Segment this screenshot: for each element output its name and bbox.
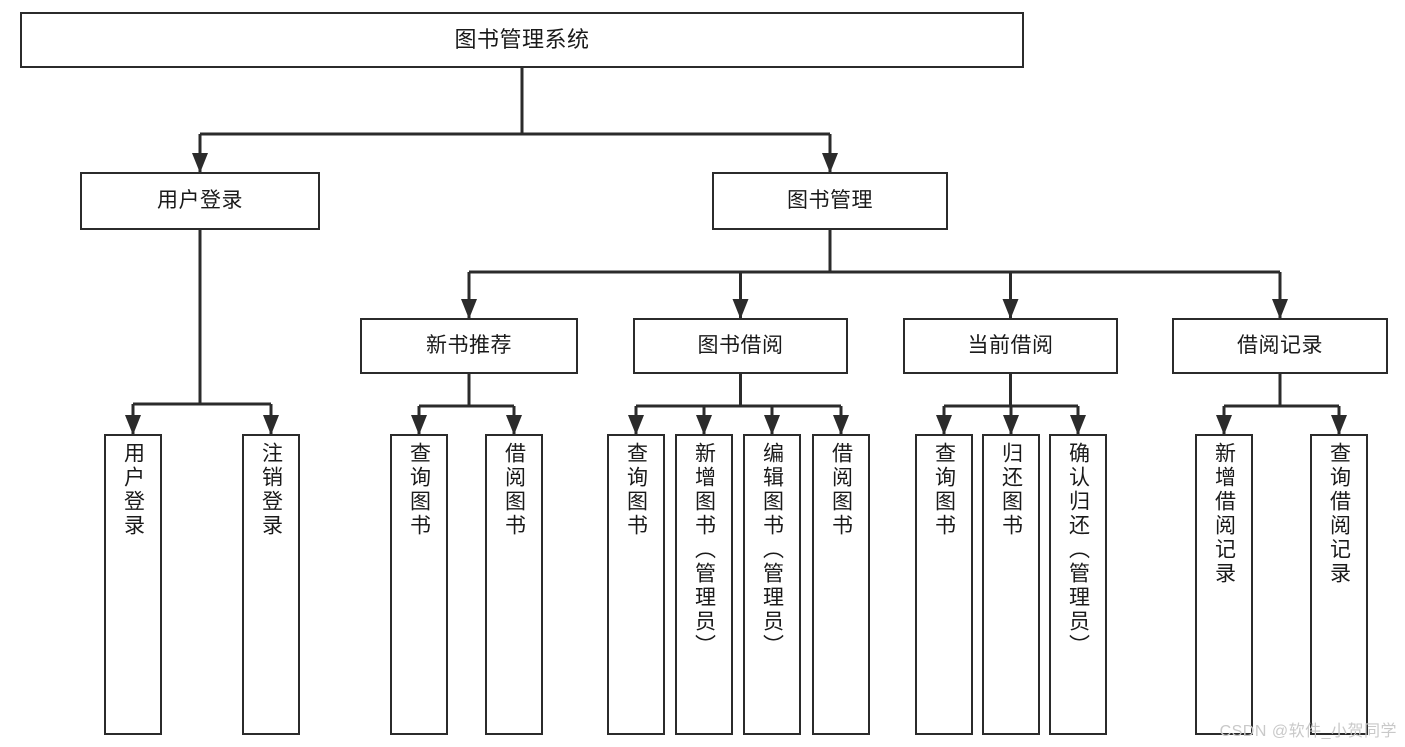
arrowhead-book-borrow <box>732 299 749 319</box>
node-borrow-query-book[interactable]: 查询图书 <box>607 434 665 735</box>
node-label-user-login-do: 用户登录 <box>121 442 145 538</box>
node-rec-add-record[interactable]: 新增借阅记录 <box>1195 434 1253 735</box>
node-book-borrow[interactable]: 图书借阅 <box>633 318 848 374</box>
watermark: CSDN @软件_小贺同学 <box>1219 723 1397 740</box>
node-rec-query-book[interactable]: 查询图书 <box>390 434 448 735</box>
node-label-new-book-rec: 新书推荐 <box>426 333 512 357</box>
node-label-rec-add-record: 新增借阅记录 <box>1212 442 1236 586</box>
node-user-login[interactable]: 用户登录 <box>80 172 320 230</box>
node-label-rec-query-book: 查询图书 <box>407 442 431 538</box>
node-rec-query-record[interactable]: 查询借阅记录 <box>1310 434 1368 735</box>
node-label-root: 图书管理系统 <box>454 27 590 53</box>
node-label-book-manage: 图书管理 <box>787 188 873 212</box>
node-label-borrow-add-book: 新增图书（管理员） <box>692 442 716 658</box>
arrowhead-book-manage <box>822 153 838 173</box>
node-cur-query-book[interactable]: 查询图书 <box>915 434 973 735</box>
arrowhead-new-book-rec <box>461 299 477 319</box>
arrowhead-borrow-query-book <box>628 415 644 435</box>
arrowhead-borrow-add-book <box>696 415 712 435</box>
node-label-rec-query-record: 查询借阅记录 <box>1327 442 1351 586</box>
node-cur-confirm-return[interactable]: 确认归还（管理员） <box>1049 434 1107 735</box>
node-root[interactable]: 图书管理系统 <box>20 12 1024 68</box>
arrowhead-user-login <box>192 153 208 173</box>
node-label-cur-return-book: 归还图书 <box>999 442 1023 538</box>
node-label-borrow-lend-book: 借阅图书 <box>829 442 853 538</box>
arrowhead-cur-return-book <box>1003 415 1019 435</box>
arrowhead-cur-query-book <box>936 415 952 435</box>
arrowhead-borrow-lend-book <box>833 415 849 435</box>
node-label-user-logout: 注销登录 <box>259 442 283 538</box>
node-user-logout[interactable]: 注销登录 <box>242 434 300 735</box>
arrowhead-user-login-do <box>125 415 141 435</box>
arrowhead-rec-borrow-book <box>506 415 522 435</box>
node-label-borrow-edit-book: 编辑图书（管理员） <box>760 442 784 658</box>
arrowhead-rec-query-book <box>411 415 427 435</box>
node-label-book-borrow: 图书借阅 <box>697 333 784 357</box>
node-borrow-edit-book[interactable]: 编辑图书（管理员） <box>743 434 801 735</box>
node-current-borrow[interactable]: 当前借阅 <box>903 318 1118 374</box>
node-new-book-rec[interactable]: 新书推荐 <box>360 318 578 374</box>
node-label-user-login: 用户登录 <box>157 188 243 212</box>
arrowhead-borrow-record <box>1272 299 1288 319</box>
node-borrow-lend-book[interactable]: 借阅图书 <box>812 434 870 735</box>
node-rec-borrow-book[interactable]: 借阅图书 <box>485 434 543 735</box>
node-label-borrow-query-book: 查询图书 <box>624 442 648 538</box>
node-borrow-record[interactable]: 借阅记录 <box>1172 318 1388 374</box>
arrowhead-rec-query-record <box>1331 415 1347 435</box>
arrowhead-borrow-edit-book <box>764 415 780 435</box>
arrowhead-current-borrow <box>1002 299 1019 319</box>
arrowhead-user-logout <box>263 415 279 435</box>
node-label-rec-borrow-book: 借阅图书 <box>502 442 526 538</box>
node-borrow-add-book[interactable]: 新增图书（管理员） <box>675 434 733 735</box>
node-user-login-do[interactable]: 用户登录 <box>104 434 162 735</box>
node-label-borrow-record: 借阅记录 <box>1237 333 1323 357</box>
arrowhead-cur-confirm-return <box>1070 415 1086 435</box>
node-book-manage[interactable]: 图书管理 <box>712 172 948 230</box>
node-label-cur-confirm-return: 确认归还（管理员） <box>1066 442 1090 658</box>
node-label-current-borrow: 当前借阅 <box>967 333 1054 357</box>
arrowhead-rec-add-record <box>1216 415 1232 435</box>
node-label-cur-query-book: 查询图书 <box>932 442 956 538</box>
node-cur-return-book[interactable]: 归还图书 <box>982 434 1040 735</box>
